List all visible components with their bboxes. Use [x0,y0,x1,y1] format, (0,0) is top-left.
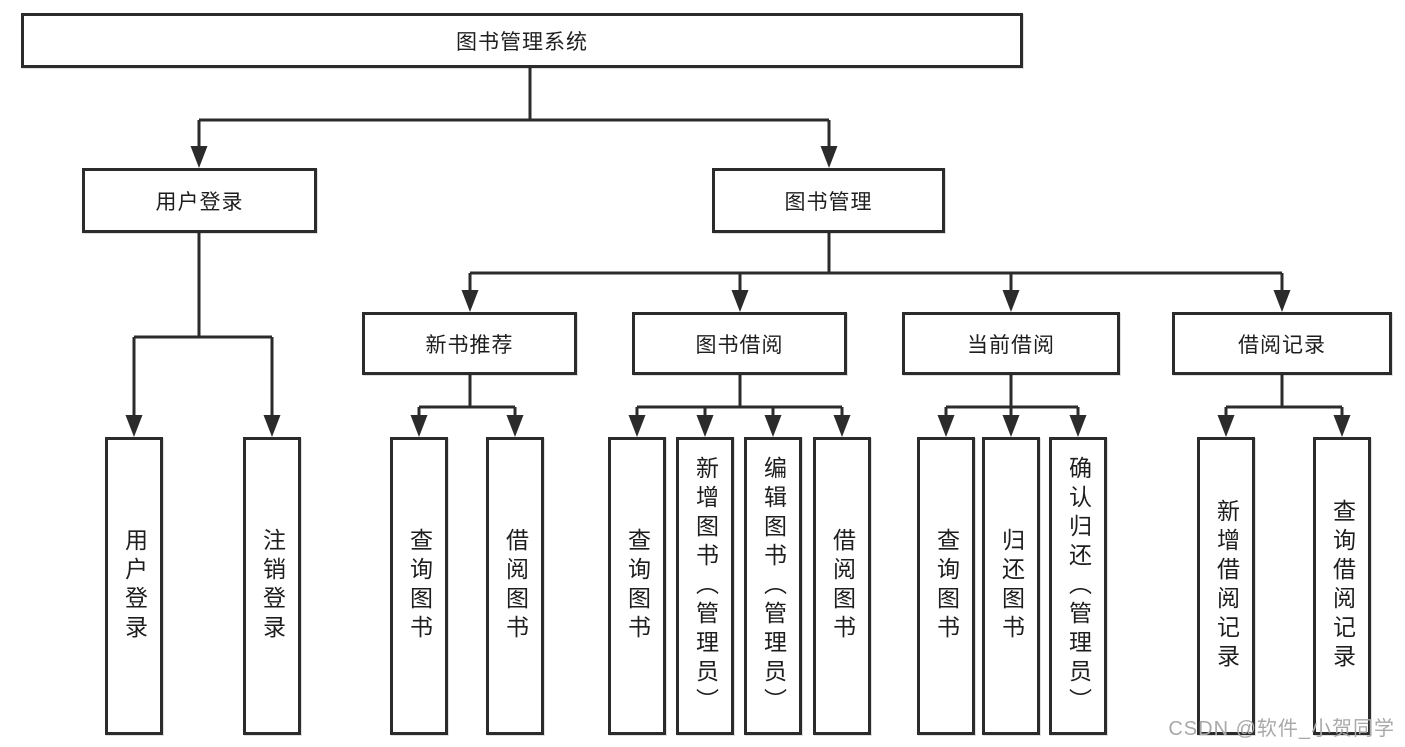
leaf-return-books: 归还图书 [982,437,1040,735]
leaf-label: 注销登录 [259,528,286,644]
leaf-label: 借阅图书 [502,528,529,644]
leaf-borrow-books-2: 借阅图书 [813,437,871,735]
node-root: 图书管理系统 [21,13,1023,68]
leaf-query-books-2: 查询图书 [608,437,666,735]
leaf-label: 用户登录 [121,528,148,644]
leaf-label: 新增借阅记录 [1213,499,1240,673]
leaf-label: 查询借阅记录 [1329,499,1356,673]
leaf-label: 查询图书 [933,528,960,644]
leaf-add-books-admin: 新增图书（管理员） [676,437,734,735]
leaf-label: 查询图书 [624,528,651,644]
node-current-borrow: 当前借阅 [902,312,1120,375]
node-book-borrow: 图书借阅 [632,312,847,375]
leaf-label: 查询图书 [406,528,433,644]
node-book-mgmt: 图书管理 [712,168,945,233]
node-borrow-records: 借阅记录 [1172,312,1392,375]
leaf-query-borrow-record: 查询借阅记录 [1313,437,1371,735]
leaf-add-borrow-record: 新增借阅记录 [1197,437,1255,735]
leaf-label: 确认归还（管理员） [1065,455,1092,717]
leaf-user-login: 用户登录 [105,437,163,735]
leaf-query-books-3: 查询图书 [917,437,975,735]
leaf-label: 借阅图书 [829,528,856,644]
leaf-borrow-books-1: 借阅图书 [486,437,544,735]
csdn-watermark: CSDN @软件_小贺同学 [1168,718,1395,740]
leaf-query-books-1: 查询图书 [390,437,448,735]
leaf-confirm-return-admin: 确认归还（管理员） [1049,437,1107,735]
leaf-edit-books-admin: 编辑图书（管理员） [744,437,802,735]
node-new-book-recommend: 新书推荐 [362,312,577,375]
leaf-logout: 注销登录 [243,437,301,735]
leaf-label: 归还图书 [998,528,1025,644]
node-user-login: 用户登录 [82,168,317,233]
leaf-label: 编辑图书（管理员） [760,455,787,717]
leaf-label: 新增图书（管理员） [692,455,719,717]
arrowheads [125,146,1351,437]
